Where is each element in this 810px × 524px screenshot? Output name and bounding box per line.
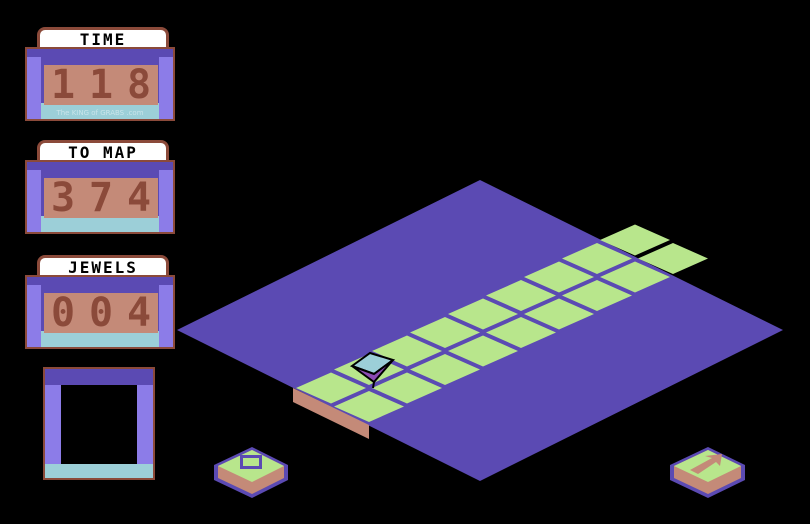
- jewel-icon: [349, 351, 396, 389]
- tile: [524, 298, 594, 330]
- tile: [448, 298, 518, 330]
- tile: [600, 224, 670, 256]
- time-label: TIME: [37, 27, 169, 50]
- to-map-digit: 7: [82, 178, 120, 218]
- to-map-panel: TO MAP 3 7 4: [25, 140, 175, 234]
- to-map-label: TO MAP: [37, 140, 169, 163]
- tile: [334, 391, 404, 422]
- jewels-panel: JEWELS 0 0 4: [25, 255, 175, 349]
- time-digit: 8: [120, 65, 158, 105]
- item-slot: [43, 367, 155, 480]
- tile: [486, 280, 556, 311]
- tile: [638, 243, 708, 274]
- to-map-digit: 4: [120, 178, 158, 218]
- jewels-label: JEWELS: [37, 255, 169, 278]
- to-map-digit: 3: [44, 178, 82, 218]
- watermark: The KING of GRABS .com: [56, 109, 144, 117]
- tile: [524, 261, 594, 293]
- water-plane: [177, 180, 783, 481]
- time-digit: 1: [44, 65, 82, 105]
- tile: [410, 354, 480, 385]
- time-panel: TIME 1 1 8 The KING of GRABS .com: [25, 27, 175, 121]
- tile: [448, 335, 518, 367]
- jewels-digit: 0: [82, 293, 120, 333]
- tile: [600, 261, 670, 293]
- jewels-digit: 0: [44, 293, 82, 333]
- tile: [296, 372, 366, 404]
- time-digit: 1: [82, 65, 120, 105]
- tile: [372, 372, 442, 404]
- tile: [562, 243, 632, 274]
- arrow-icon[interactable]: [670, 447, 745, 498]
- tile-edge: [293, 388, 369, 439]
- tile: [486, 317, 556, 348]
- tile: [562, 280, 632, 311]
- tile: [410, 317, 480, 348]
- map-square-icon[interactable]: [214, 447, 288, 498]
- jewels-digit: 4: [120, 293, 158, 333]
- tile-path: [293, 224, 708, 439]
